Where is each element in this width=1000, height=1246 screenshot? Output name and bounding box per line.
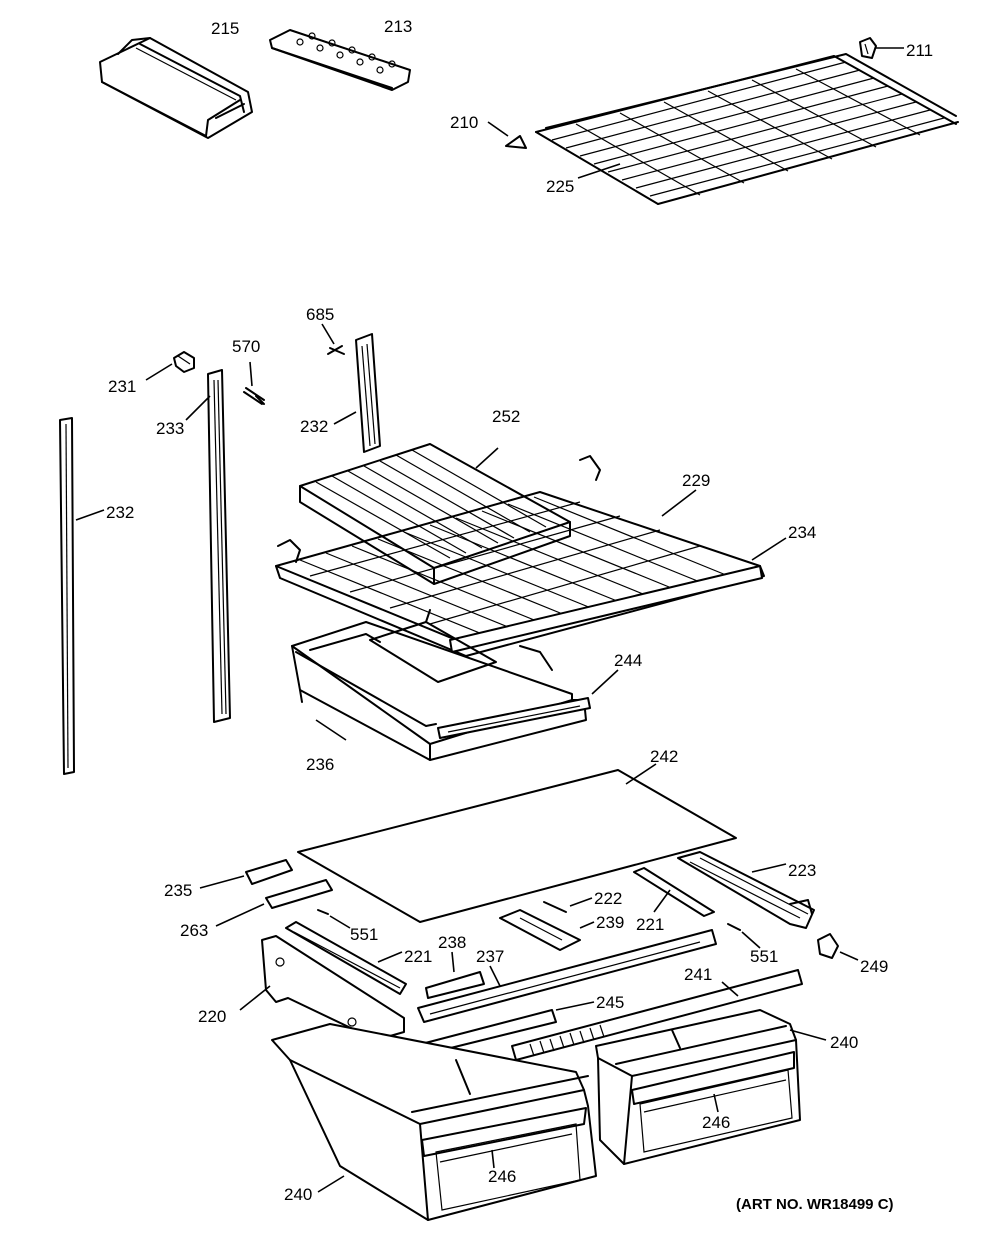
label-221-right: 221 bbox=[636, 915, 664, 934]
label-233: 233 bbox=[156, 419, 184, 438]
part-239-bracket bbox=[499, 909, 595, 951]
label-685: 685 bbox=[306, 305, 334, 324]
part-237-front-rail bbox=[417, 929, 717, 1023]
part-231-cap bbox=[145, 351, 195, 381]
part-241-front-rail bbox=[511, 969, 803, 1061]
label-225: 225 bbox=[546, 177, 574, 196]
label-570: 570 bbox=[232, 337, 260, 356]
label-244: 244 bbox=[614, 651, 642, 670]
art-number-note: (ART NO. WR18499 C) bbox=[736, 1196, 894, 1213]
label-551-right: 551 bbox=[750, 947, 778, 966]
part-235-slide bbox=[199, 859, 293, 889]
leader-246-right bbox=[713, 1093, 719, 1113]
label-223: 223 bbox=[788, 861, 816, 880]
part-252-crisper-cover bbox=[299, 443, 571, 585]
label-242: 242 bbox=[650, 747, 678, 766]
part-215-door-bin bbox=[99, 37, 253, 139]
part-211-clip bbox=[859, 37, 904, 59]
label-238: 238 bbox=[438, 933, 466, 952]
part-249-clip bbox=[817, 933, 859, 961]
part-210-shelf-stop bbox=[487, 121, 527, 149]
label-222: 222 bbox=[594, 889, 622, 908]
part-240-right-drawer bbox=[595, 1009, 827, 1165]
label-234: 234 bbox=[788, 523, 816, 542]
label-232-center: 232 bbox=[300, 417, 328, 436]
label-246-left: 246 bbox=[488, 1167, 516, 1186]
part-223-slide-rail bbox=[677, 851, 815, 929]
label-220: 220 bbox=[198, 1007, 226, 1026]
part-232-left-rail bbox=[59, 417, 105, 775]
label-240-right: 240 bbox=[830, 1033, 858, 1052]
part-232-center-rail bbox=[333, 333, 381, 453]
label-237: 237 bbox=[476, 947, 504, 966]
label-246-right: 246 bbox=[702, 1113, 730, 1132]
label-551-left: 551 bbox=[350, 925, 378, 944]
label-252: 252 bbox=[492, 407, 520, 426]
label-241: 241 bbox=[684, 965, 712, 984]
label-239: 239 bbox=[596, 913, 624, 932]
label-236: 236 bbox=[306, 755, 334, 774]
part-225-wire-shelf bbox=[535, 53, 959, 205]
label-221-left: 221 bbox=[404, 947, 432, 966]
part-234-front-trim bbox=[449, 537, 787, 653]
label-229: 229 bbox=[682, 471, 710, 490]
part-222-pin bbox=[543, 897, 593, 913]
label-211: 211 bbox=[906, 41, 933, 60]
label-245: 245 bbox=[596, 993, 624, 1012]
part-551-screw-right bbox=[727, 923, 761, 949]
part-221-right-bracket bbox=[633, 867, 715, 917]
part-236-crisper-pan bbox=[291, 609, 587, 761]
part-221-left-rail bbox=[285, 921, 407, 995]
part-685-screw bbox=[321, 323, 345, 355]
label-232-left: 232 bbox=[106, 503, 134, 522]
part-551-screw-left bbox=[317, 909, 351, 929]
part-240-left-drawer bbox=[271, 1023, 597, 1221]
label-231: 231 bbox=[108, 377, 136, 396]
part-233-rail bbox=[185, 369, 231, 723]
part-220-side-bracket bbox=[239, 935, 405, 1041]
part-213-egg-tray bbox=[269, 29, 411, 91]
label-240-left: 240 bbox=[284, 1185, 312, 1204]
label-210: 210 bbox=[450, 113, 478, 132]
label-215: 215 bbox=[211, 19, 239, 38]
label-235: 235 bbox=[164, 881, 192, 900]
label-263: 263 bbox=[180, 921, 208, 940]
label-213: 213 bbox=[384, 17, 412, 36]
part-570-screw bbox=[243, 361, 265, 405]
part-244-pan-front bbox=[437, 669, 619, 739]
label-249: 249 bbox=[860, 957, 888, 976]
part-263-slide bbox=[215, 879, 333, 927]
part-238-bracket bbox=[425, 951, 485, 999]
leader-246-left bbox=[491, 1149, 495, 1169]
part-242-glass-panel bbox=[297, 763, 737, 923]
